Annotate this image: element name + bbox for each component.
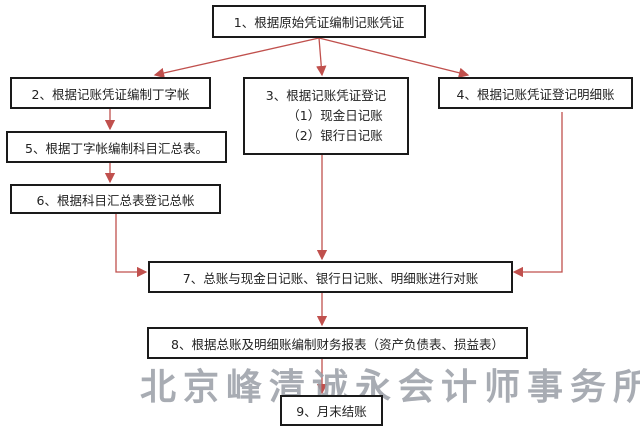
arrow-1-to-2 [153, 37, 320, 79]
arrow-1-to-4 [318, 37, 470, 78]
step-3-label: 3、根据记账凭证登记 [265, 88, 387, 103]
watermark-text: 北京峰清诚永会计师事务所 [140, 366, 640, 408]
step-6-box: 6、根据科目汇总表登记总帐 [10, 184, 221, 214]
arrow-1-to-3 [316, 37, 327, 77]
arrow-6-to-7 [115, 214, 148, 278]
step-2-box: 2、根据记账凭证编制丁字帐 [10, 77, 211, 109]
step-8-box: 8、根据总账及明细账编制财务报表（资产负债表、损益表） [147, 327, 528, 359]
step-3-sub-cash-journal: （1）现金日记账 [287, 108, 383, 123]
step-7-box: 7、总账与现金日记账、银行日记账、明细账进行对账 [148, 261, 513, 293]
step-5-box: 5、根据丁字帐编制科目汇总表。 [6, 131, 227, 163]
step-3-sub-bank-journal: （2）银行日记账 [287, 128, 383, 143]
step-4-box: 4、根据记账凭证登记明细账 [438, 77, 633, 109]
step-1-box: 1、根据原始凭证编制记账凭证 [212, 5, 426, 38]
step-9-box: 9、月末结账 [280, 395, 383, 426]
step-3-box: 3、根据记账凭证登记 （1）现金日记账 （2）银行日记账 [243, 77, 409, 155]
arrow-4-to-7 [512, 112, 563, 278]
